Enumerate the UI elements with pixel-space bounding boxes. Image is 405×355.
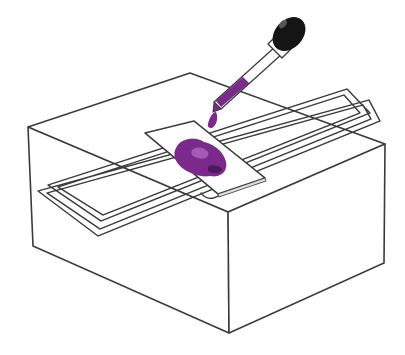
staining-box: [28, 73, 385, 333]
